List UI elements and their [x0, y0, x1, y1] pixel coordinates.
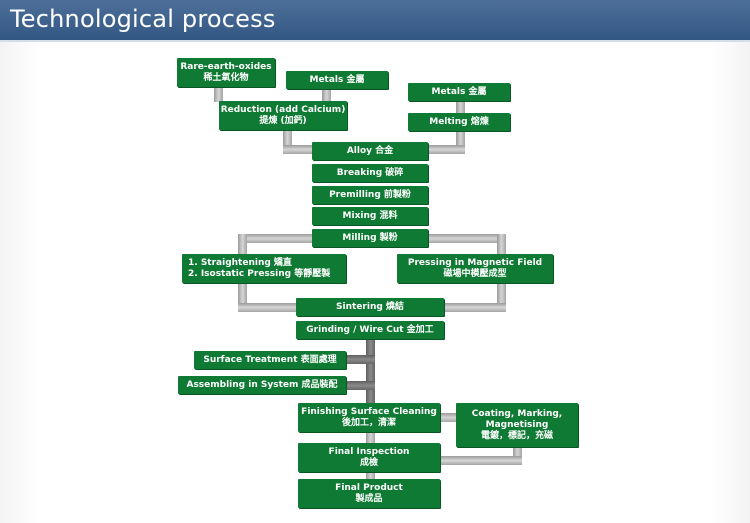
- step-label: Assembling in System 成品裝配: [186, 379, 338, 390]
- step-label: Pressing in Magnetic Field: [407, 257, 543, 268]
- step-label-zh: 成檢: [359, 457, 378, 468]
- page-title: Technological process: [10, 5, 276, 33]
- step-milling: Milling 製粉: [312, 229, 428, 247]
- connector: [440, 413, 458, 422]
- step-label-zh: 磁場中模壓成型: [443, 268, 507, 279]
- step-final-inspection: Final Inspection 成檢: [298, 443, 440, 472]
- connector: [426, 234, 506, 243]
- connector: [283, 145, 313, 154]
- connector: [513, 446, 522, 462]
- step-label: Metals 金屬: [309, 74, 365, 85]
- step-grinding-wire-cut: Grinding / Wire Cut 金加工: [296, 321, 444, 339]
- step-melting: Melting 熔煉: [408, 113, 510, 131]
- connector: [456, 100, 465, 114]
- step-label: Premilling 前製粉: [329, 189, 411, 200]
- step-surface-treatment: Surface Treatment 表面處理: [194, 351, 346, 369]
- connector: [238, 303, 334, 312]
- step-alloy: Alloy 合金: [312, 142, 428, 160]
- connector: [444, 303, 506, 312]
- connector: [238, 234, 247, 254]
- step-premilling: Premilling 前製粉: [312, 186, 428, 204]
- connector: [283, 129, 292, 154]
- step-label: 1. Straightening 矯直: [188, 257, 292, 268]
- step-label-2: 2. Isostatic Pressing 等靜壓製: [188, 268, 331, 279]
- step-label: Final Product: [335, 482, 403, 493]
- connector: [440, 456, 522, 465]
- step-reduction: Reduction (add Calcium) 提煉 (加鈣): [219, 101, 347, 130]
- step-label-zh: 後加工，清潔: [341, 417, 396, 428]
- step-pressing-magnetic-field: Pressing in Magnetic Field 磁場中模壓成型: [397, 254, 553, 283]
- page-header: Technological process: [0, 0, 750, 42]
- step-label: Melting 熔煉: [429, 116, 489, 127]
- step-breaking: Breaking 破碎: [312, 164, 428, 182]
- step-label: Rare-earth-oxides: [180, 61, 272, 72]
- connector: [366, 339, 375, 403]
- step-label-2: Magnetising: [485, 419, 549, 430]
- step-straightening-isostatic: 1. Straightening 矯直 2. Isostatic Pressin…: [182, 254, 346, 283]
- connector: [456, 130, 465, 154]
- step-label-zh: 製成品: [355, 493, 383, 504]
- step-label: Finishing Surface Cleaning: [301, 406, 437, 417]
- step-label: Final Inspection: [328, 446, 410, 457]
- step-label-zh: 提煉 (加鈣): [259, 115, 307, 126]
- step-label: Reduction (add Calcium): [220, 104, 346, 115]
- step-metals: Metals 金屬: [286, 71, 388, 89]
- step-label: Milling 製粉: [342, 232, 398, 243]
- diagram-area: [0, 42, 750, 523]
- connector: [427, 145, 465, 154]
- connector: [497, 282, 506, 312]
- connector: [345, 355, 375, 364]
- connector: [497, 234, 506, 254]
- step-label: Surface Treatment 表面處理: [203, 354, 337, 365]
- step-assembling-in-system: Assembling in System 成品裝配: [178, 376, 346, 394]
- step-label: Sintering 燒結: [336, 301, 404, 312]
- step-sintering: Sintering 燒結: [296, 298, 444, 316]
- connector: [345, 381, 375, 390]
- step-label: Mixing 混料: [342, 210, 398, 221]
- connector: [366, 431, 375, 445]
- step-label: Coating, Marking,: [471, 408, 563, 419]
- step-label: Grinding / Wire Cut 金加工: [306, 324, 434, 335]
- connector: [322, 88, 331, 102]
- step-coating-marking-magnetising: Coating, Marking, Magnetising 電鍍，標記，充磁: [456, 403, 578, 447]
- step-label-zh: 稀土氧化物: [203, 72, 249, 83]
- connector: [238, 234, 318, 243]
- step-final-product: Final Product 製成品: [298, 479, 440, 508]
- step-mixing: Mixing 混料: [312, 207, 428, 225]
- step-rare-earth-oxides: Rare-earth-oxides 稀土氧化物: [177, 58, 275, 87]
- step-label: Metals 金屬: [431, 86, 487, 97]
- connector: [238, 282, 247, 312]
- step-metals-2: Metals 金屬: [408, 83, 510, 101]
- step-label: Breaking 破碎: [336, 167, 404, 178]
- connector: [366, 471, 375, 481]
- step-label: Alloy 合金: [346, 145, 394, 156]
- step-label-zh: 電鍍，標記，充磁: [480, 430, 553, 441]
- connector: [214, 86, 223, 102]
- step-finishing-surface-cleaning: Finishing Surface Cleaning 後加工，清潔: [298, 403, 440, 432]
